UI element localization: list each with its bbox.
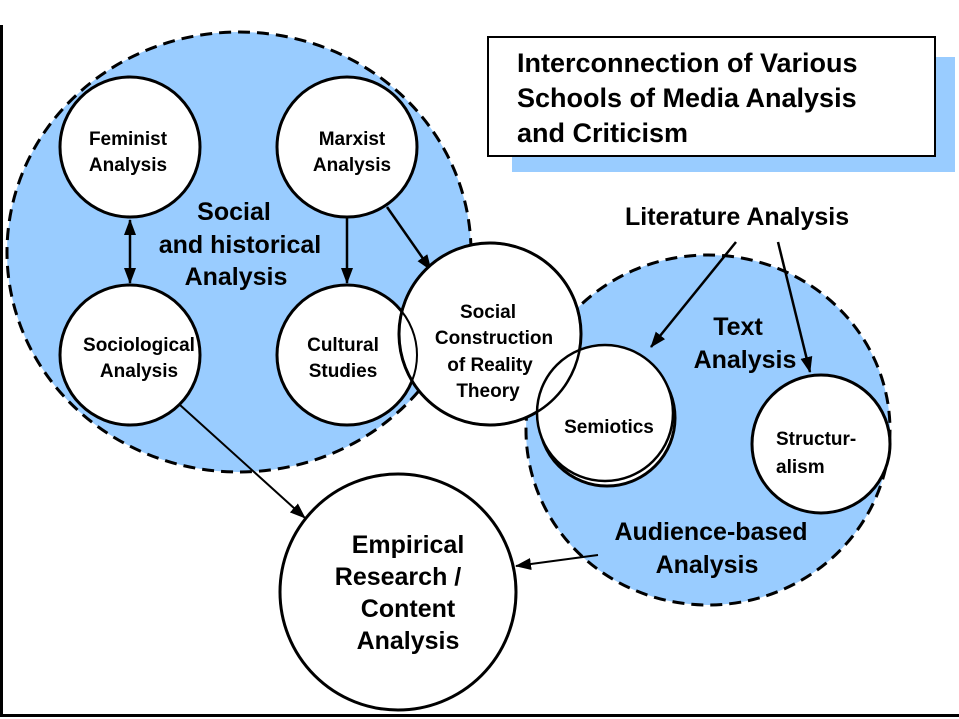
node-empirical-line-3: Content — [361, 595, 456, 623]
node-semiotics: Semiotics — [397, 241, 677, 488]
node-marxist-line-2: Analysis — [313, 155, 391, 176]
node-social-construction-line-1: Social — [460, 302, 516, 323]
node-sociological: Sociological Analysis — [58, 283, 202, 427]
group-audience-line-2: Analysis — [656, 551, 759, 579]
arrow-sociological-empirical — [179, 404, 306, 519]
node-empirical-line-1: Empirical — [352, 531, 465, 559]
group-audience-line-1: Audience-based — [614, 518, 807, 546]
title-line-3: and Criticism — [517, 118, 688, 148]
node-marxist-line-1: Marxist — [319, 129, 386, 150]
node-semiotics-label: Semiotics — [564, 417, 654, 438]
node-feminist-line-2: Analysis — [89, 155, 167, 176]
node-sociological-line-1: Sociological — [83, 335, 195, 356]
literature-analysis-label: Literature Analysis — [625, 203, 849, 231]
arrow-audience-empirical — [515, 554, 599, 570]
node-cultural-line-1: Cultural — [307, 335, 379, 356]
node-cultural-line-2: Studies — [309, 361, 378, 382]
node-empirical-line-4: Analysis — [357, 627, 460, 655]
arrow-marxist-social-construction — [385, 206, 433, 271]
node-structuralism: Structur- alism — [750, 373, 892, 515]
node-structuralism-line-1: Structur- — [776, 429, 856, 450]
title-line-2: Schools of Media Analysis — [517, 83, 857, 113]
group-social-line-2: and historical — [159, 231, 322, 259]
group-text-line-1: Text — [713, 313, 763, 341]
title-box — [487, 36, 936, 157]
node-social-construction-line-3: of Reality — [447, 355, 533, 376]
group-social-line-1: Social — [197, 198, 271, 226]
node-structuralism-line-2: alism — [776, 457, 825, 478]
arrow-literature-semiotics — [650, 241, 737, 348]
node-sociological-line-2: Analysis — [100, 361, 178, 382]
node-feminist-line-1: Feminist — [89, 129, 168, 150]
node-empirical: Empirical Research / Content Analysis — [278, 472, 518, 712]
node-social-construction-line-2: Construction — [435, 328, 553, 349]
node-feminist: Feminist Analysis — [58, 75, 202, 219]
group-text-line-2: Analysis — [694, 346, 797, 374]
node-marxist: Marxist Analysis — [275, 75, 419, 219]
title-line-1: Interconnection of Various — [517, 48, 858, 78]
node-empirical-line-2: Research / — [335, 563, 462, 591]
group-social-line-3: Analysis — [185, 263, 288, 291]
arrow-literature-structuralism — [776, 241, 813, 373]
node-social-construction-line-4: Theory — [456, 381, 520, 402]
